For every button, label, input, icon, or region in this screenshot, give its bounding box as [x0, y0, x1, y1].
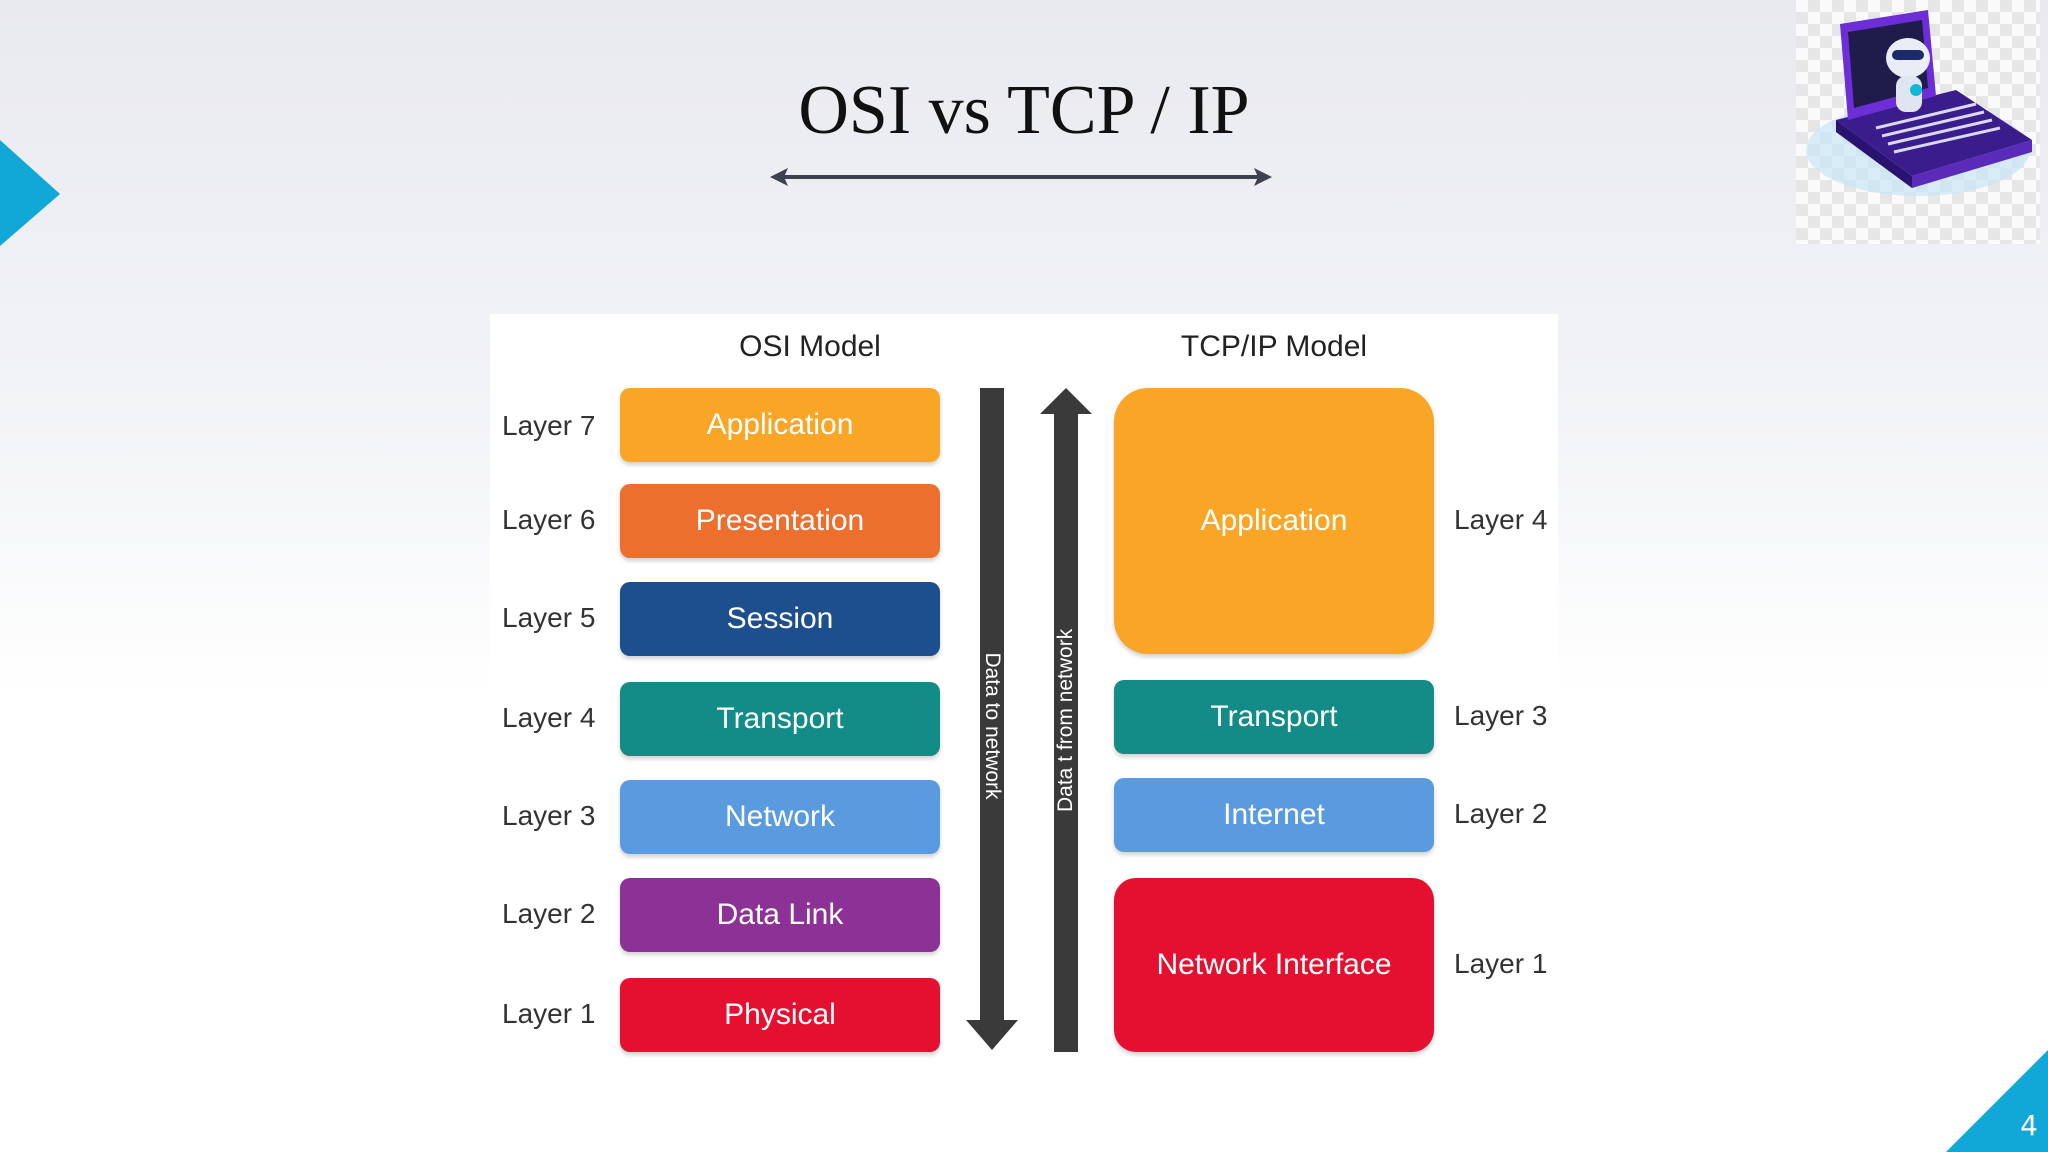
osi-layer-label: Layer 4 [502, 702, 596, 733]
osi-layer-label: Layer 1 [502, 998, 596, 1029]
osi-layer-label: Layer 5 [502, 602, 596, 633]
osi-presentation-block: Presentation [620, 484, 940, 558]
up-arrow-icon [1040, 388, 1092, 1052]
tcpip-layer-label: Layer 1 [1454, 948, 1548, 979]
slide-title: OSI vs TCP / IP [798, 72, 1250, 149]
osi-network-block: Network [620, 780, 940, 854]
title-double-arrow-icon [770, 168, 1272, 186]
left-chevron-icon [0, 140, 60, 246]
osi-session-block: Session [620, 582, 940, 656]
tcpip-internet-block: Internet [1114, 778, 1434, 852]
osi-tcpip-diagram: OSI Model TCP/IP Model Layer 7 Layer 6 L… [490, 314, 1558, 1070]
osi-physical-block: Physical [620, 978, 940, 1052]
tcpip-layer-label: Layer 3 [1454, 700, 1548, 731]
osi-data-link-block: Data Link [620, 878, 940, 952]
robot-laptop-icon [1806, 10, 2032, 196]
flow-arrows [966, 388, 1092, 1052]
corner-triangle-icon [1946, 1050, 2048, 1152]
tcpip-layer-label: Layer 4 [1454, 504, 1548, 535]
osi-layer-label: Layer 3 [502, 800, 596, 831]
osi-layer-label: Layer 7 [502, 410, 596, 441]
robot-laptop-logo [1796, 0, 2040, 244]
tcpip-model-heading: TCP/IP Model [1180, 330, 1368, 363]
data-from-network-label: Data t from network [1054, 628, 1077, 812]
osi-layer-label: Layer 2 [502, 898, 596, 929]
tcpip-layer-label: Layer 2 [1454, 798, 1548, 829]
tcpip-transport-block: Transport [1114, 680, 1434, 754]
data-to-network-label: Data to network [981, 652, 1004, 800]
osi-layer-label: Layer 6 [502, 504, 596, 535]
tcpip-application-block: Application [1114, 388, 1434, 654]
page-number: 4 [2020, 1109, 2038, 1142]
osi-model-heading: OSI Model [739, 330, 881, 363]
osi-application-block: Application [620, 388, 940, 462]
tcpip-network-interface-block: Network Interface [1114, 878, 1434, 1052]
osi-transport-block: Transport [620, 682, 940, 756]
down-arrow-icon [966, 388, 1018, 1050]
